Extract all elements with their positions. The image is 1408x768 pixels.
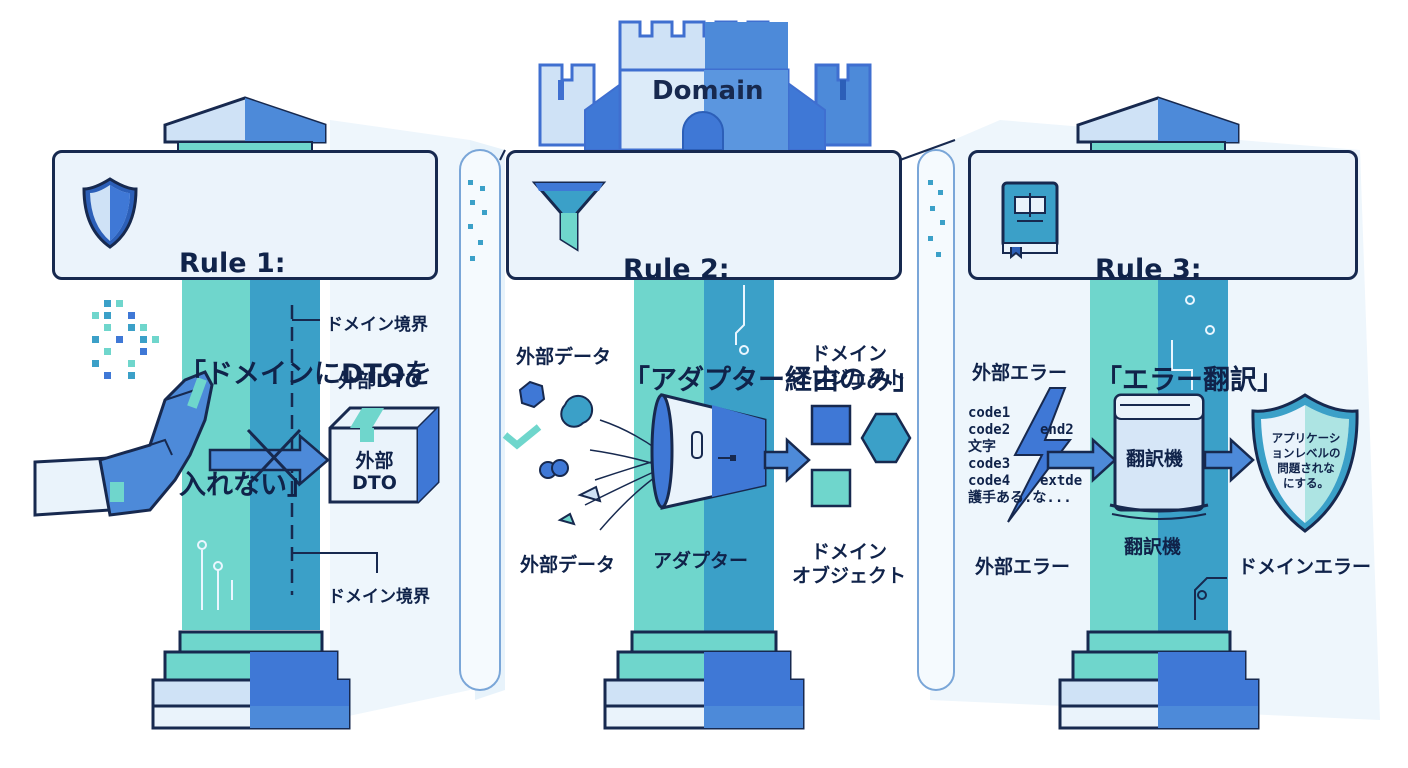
rule-2-input-top: 外部データ [516, 346, 612, 368]
rule-3-translator-caption: 翻訳機 [1124, 536, 1182, 558]
rule-3-code-fragment-2: extde [1040, 473, 1083, 489]
rule-3-shield-text-line4: にする。 [1282, 476, 1330, 490]
rule-2-card: Rule 2: 「アダプター経由のみ」 [506, 150, 920, 396]
rule1-dto-box [328, 406, 440, 504]
rule3-domain-shield [1251, 393, 1359, 533]
rule3-lightning [1007, 387, 1073, 523]
rule2-arrow [763, 437, 811, 483]
rule-1-title-line2: 「ドメインにDTOを [179, 359, 432, 390]
rule-3-shield-text-line1: アプリケーシ [1271, 431, 1341, 445]
rule3-arrow-in [1046, 437, 1117, 483]
rule-2-title: Rule 2: 「アダプター経由のみ」 [623, 177, 920, 473]
pixel-dots-panel-2 [928, 180, 945, 257]
castle [538, 20, 872, 152]
rule-1-boundary-top: ドメイン境界 [326, 315, 428, 335]
rule-2-output-top-line2: オブジェクト [792, 367, 907, 389]
rule-3-translator-label: 翻訳機 [1126, 448, 1184, 470]
rule-1-box-text-line2: DTO [352, 472, 397, 494]
code-line: code1 [968, 405, 1011, 421]
rule-2-output-bottom-line2: オブジェクト [792, 565, 907, 587]
rule-3-title-line2: 「エラー翻訳」 [1095, 365, 1284, 396]
pixel-dots-panel-1 [468, 180, 487, 261]
rule-2-output-top-line1: ドメイン [811, 343, 888, 365]
rule-2-input-bottom: 外部データ [520, 554, 616, 576]
code-line: 文字 [968, 439, 996, 455]
rule3-arrow-out [1203, 437, 1255, 483]
rule-2-output-bottom: ドメインオブジェクト [792, 540, 906, 588]
rule-1-box-text-line1: 外部 [355, 450, 394, 472]
rule3-translator-book [1109, 393, 1209, 520]
rule-1-title-line1: Rule 1: [179, 248, 286, 279]
rule-3-title: Rule 3: 「エラー翻訳」 [1095, 177, 1284, 473]
rule-1-dto-label: 外部DTO [338, 370, 421, 392]
rule2-adapter-funnel [650, 393, 767, 510]
code-line: code4 [968, 473, 1011, 489]
rule-2-output-top: ドメインオブジェクト [792, 342, 906, 390]
rule-3-title-line1: Rule 3: [1095, 254, 1202, 285]
rule-2-title-line1: Rule 2: [623, 254, 730, 285]
rule-1-boundary-bottom: ドメイン境界 [328, 587, 430, 607]
rule-3-external-error-bottom: 外部エラー [975, 556, 1071, 578]
rule-1-title-line3: 入れない」 [179, 470, 314, 501]
pixel-dots-left [92, 300, 159, 379]
castle-label: Domain [652, 76, 764, 106]
shield-icon [82, 177, 138, 249]
rule-2-output-bottom-line1: ドメイン [811, 541, 888, 563]
rule-3-external-error-top: 外部エラー [972, 362, 1068, 384]
rule-3-shield-text: アプリケーションレベルの問題されなにする。 [1264, 431, 1348, 491]
rule-3-shield-text-line3: 問題されな [1277, 461, 1335, 475]
rule-3-shield-text-line2: ョンレベルの [1271, 446, 1341, 460]
rule1-hand [33, 370, 214, 517]
book-icon [1001, 181, 1059, 259]
rule-3-card: Rule 3: 「エラー翻訳」 [968, 150, 1358, 396]
rule-2-adapter-label: アダプター [653, 550, 749, 572]
rule-3-code-fragment-1: end2 [1040, 422, 1074, 438]
code-line: 護手ある.な... [968, 490, 1072, 506]
rule1-blocked-arrow [208, 428, 330, 487]
funnel-icon [531, 181, 607, 252]
rule-1-title: Rule 1: 「ドメインにDTOを 入れない」 [179, 171, 432, 578]
rule2-output-shapes [810, 404, 912, 508]
code-line: code2 [968, 422, 1011, 438]
rule-3-domain-error: ドメインエラー [1238, 556, 1372, 578]
rule2-input-shapes [502, 380, 659, 531]
rule-1-card: Rule 1: 「ドメインにDTOを 入れない」 [52, 150, 438, 501]
code-line: code3 [968, 456, 1011, 472]
rule-2-title-line2: 「アダプター経由のみ」 [623, 365, 920, 396]
